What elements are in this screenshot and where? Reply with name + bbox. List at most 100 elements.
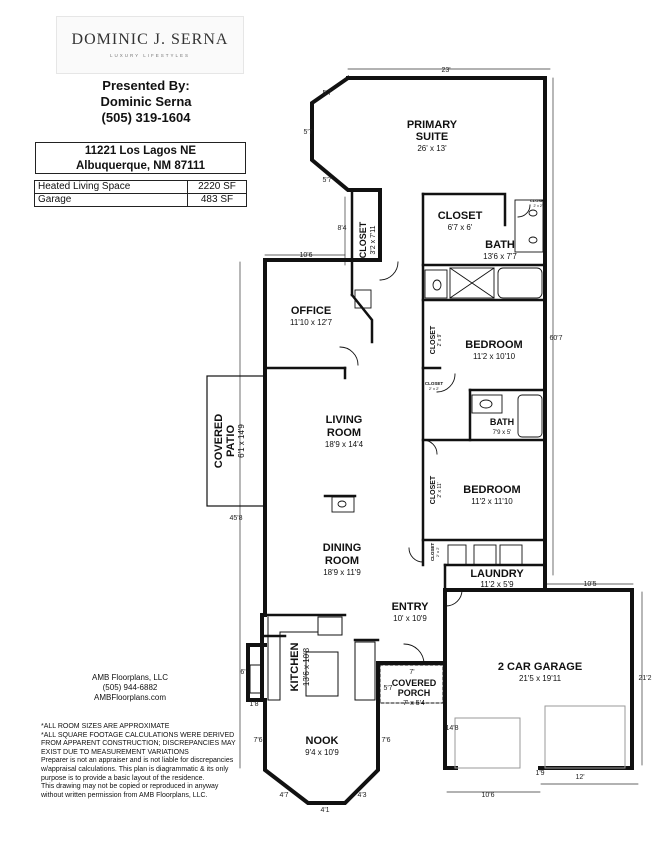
dim-office-top: 10'6: [299, 252, 312, 259]
presenter-name: Dominic Serna: [100, 94, 192, 109]
garage-size: 21'5 x 19'11: [519, 674, 562, 683]
closet-small2-size: 2' x 2': [435, 547, 440, 557]
area-table: Heated Living Space 2220 SF Garage 483 S…: [34, 180, 247, 207]
dim-right: 60'7: [549, 335, 562, 342]
closet-b2-label: CLOSET: [430, 475, 437, 504]
dim-top: 23': [441, 67, 450, 74]
dim-bay2: 5'7: [303, 129, 312, 136]
office-label: OFFICE: [291, 305, 331, 317]
closet-primary-label: CLOSET: [438, 210, 483, 222]
dim-porch-top: 7': [409, 669, 414, 676]
bath-primary-size: 13'6 x 7'7: [483, 252, 517, 261]
primary-label: PRIMARY: [407, 119, 458, 131]
nook-size: 9'4 x 10'9: [305, 748, 339, 757]
kitchen-size: 13'6 x 10'8: [302, 647, 311, 686]
bedroom1-label: BEDROOM: [465, 339, 522, 351]
logo-text: DOMINIC J. SERNA: [71, 31, 229, 48]
closet-primary-bath-label: CLOSET: [530, 198, 547, 203]
patio-label: COVERED: [213, 414, 225, 468]
entry-size: 10' x 10'9: [393, 614, 427, 623]
nook-label: NOOK: [306, 735, 339, 747]
disclaimer-notes: *ALL ROOM SIZES ARE APPROXIMATE *ALL SQU…: [41, 723, 236, 800]
dim-nook-left: 7'6: [253, 737, 262, 744]
kitchen-counters: [249, 616, 376, 701]
dim-garage-right: 21'2: [638, 675, 651, 682]
company-name: AMB Floorplans, LLC: [91, 673, 169, 682]
dim-garage-top: 10'5: [583, 581, 596, 588]
closet-primary-bath-size: 2' x 2': [534, 204, 543, 208]
bath-primary-label: BATH: [485, 239, 515, 251]
patio-size: 6'1 x 14'9: [237, 424, 246, 458]
bath-fixtures: [331, 199, 544, 566]
door-swings: [339, 204, 531, 665]
closet-hall-label: CLOSET: [358, 221, 368, 258]
dim-bay3: 5'7: [322, 177, 331, 184]
office-size: 11'10 x 12'7: [290, 318, 333, 327]
laundry-size: 11'2 x 5'9: [480, 580, 514, 589]
note-1: *ALL ROOM SIZES ARE APPROXIMATE: [41, 723, 170, 730]
dim-nook-br: 4'3: [357, 792, 366, 799]
dim-hall: 8'4: [337, 225, 346, 232]
dimension-lines: [239, 68, 643, 793]
address-box: 11221 Los Lagos NE Albuquerque, NM 87111: [35, 142, 246, 174]
interior-walls: [263, 188, 547, 642]
closet-small2-label: CLOSET: [430, 543, 435, 562]
room-labels: PRIMARY SUITE 26' x 13' CLOSET 6'7 x 6' …: [213, 119, 582, 757]
note-3: Preparer is not an appraiser and is not …: [41, 757, 234, 782]
closet-primary-size: 6'7 x 6': [448, 223, 473, 232]
dim-garage-bottom-right: 12': [575, 774, 584, 781]
dim-garage-bottom-left: 10'6: [481, 792, 494, 799]
area-value: 483 SF: [187, 193, 247, 207]
bedroom1-size: 11'2 x 10'10: [473, 352, 516, 361]
laundry-label: LAUNDRY: [470, 568, 524, 580]
exterior-walls: [246, 75, 634, 805]
presenter-phone: (505) 319-1604: [101, 110, 191, 125]
porch-size: 7' x 5'4: [403, 700, 425, 707]
dim-kitchen-left: 6': [240, 669, 245, 676]
note-4: This drawing may not be copied or reprod…: [41, 783, 219, 799]
living-label: LIVING: [326, 414, 363, 426]
dimension-labels: 23' 5'7 5'7 5'7 8'4 10'6 60'7 45'8 10'5 …: [229, 67, 651, 814]
entry-label: ENTRY: [392, 601, 430, 613]
living-size: 18'9 x 14'4: [325, 440, 364, 449]
company-info: AMB Floorplans, LLC (505) 944-6882 AMBFl…: [70, 673, 190, 703]
dining-size: 18'9 x 11'9: [323, 568, 361, 577]
company-phone: (505) 944-6882: [102, 683, 158, 692]
primary-label-2: SUITE: [416, 131, 448, 143]
bedroom2-label: BEDROOM: [463, 484, 520, 496]
garage-doors: [454, 705, 626, 769]
dim-garage-left: 14'8: [445, 725, 458, 732]
closet-small1-label: CLOSET: [425, 381, 444, 386]
dim-left: 45'8: [229, 515, 242, 522]
dining-label: DINING: [323, 542, 362, 554]
living-label-2: ROOM: [327, 427, 361, 439]
porch-label-2: PORCH: [398, 688, 431, 698]
patio-label-2: PATIO: [225, 425, 237, 457]
dim-nook-right: 7'6: [381, 737, 390, 744]
bedroom2-size: 11'2 x 11'10: [471, 497, 513, 506]
presenter-heading: Presented By:: [102, 78, 190, 93]
bath2-size: 7'9 x 5': [493, 430, 512, 436]
dining-label-2: ROOM: [325, 555, 359, 567]
presenter-block: Presented By: Dominic Serna (505) 319-16…: [60, 78, 232, 126]
closet-b2-size: 2' x 11': [437, 482, 443, 497]
porch-label: COVERED: [392, 678, 437, 688]
logo-subtext: LUXURY LIFESTYLES: [109, 53, 191, 58]
closet-b1-size: 2' x 9': [437, 334, 443, 347]
closet-b1-label: CLOSET: [430, 325, 437, 354]
company-site: AMBFloorplans.com: [93, 693, 167, 702]
patio-outline: [206, 375, 266, 507]
table-row: Heated Living Space 2220 SF: [34, 180, 247, 194]
bath2-label: BATH: [490, 417, 514, 427]
company-logo: DOMINIC J. SERNA LUXURY LIFESTYLES: [56, 16, 244, 74]
garage-label: 2 CAR GARAGE: [498, 661, 582, 673]
kitchen-label: KITCHEN: [289, 643, 301, 692]
note-2: *ALL SQUARE FOOTAGE CALCULATIONS WERE DE…: [41, 731, 236, 756]
closet-small1-size: 2' x 2': [429, 386, 439, 391]
dim-bay1: 5'7: [322, 90, 331, 97]
dim-garage-small: 1'9: [535, 770, 544, 777]
dim-porch-left: 5'7: [383, 685, 392, 692]
closet-hall-size: 3'2 x 7'11: [370, 225, 377, 254]
porch-outline: [379, 664, 444, 704]
